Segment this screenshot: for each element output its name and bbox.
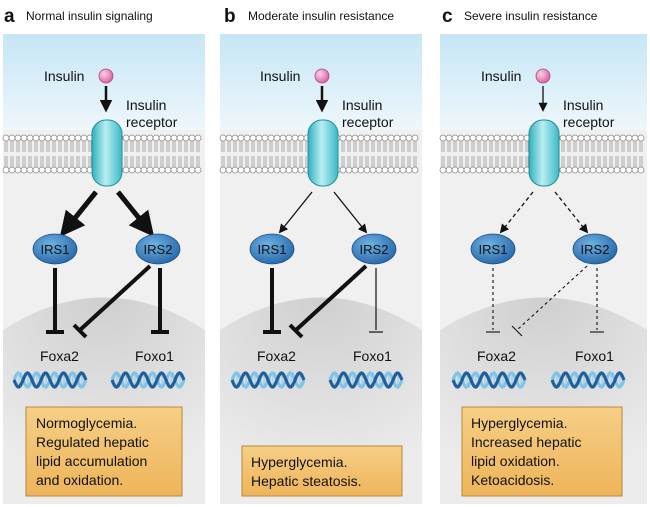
outcome-line: Hepatic steatosis. — [251, 473, 362, 489]
insulin-receptor — [528, 119, 560, 187]
irs2-node — [135, 233, 181, 265]
outcome-box — [25, 406, 183, 497]
irs1-label: IRS1 — [479, 242, 508, 257]
irs1-label: IRS1 — [41, 242, 70, 257]
receptor-label-line-1: Insulin — [342, 97, 382, 113]
receptor-label-line-1: Insulin — [563, 97, 603, 113]
arrow-receptor-to-irs2 — [116, 190, 155, 237]
inhibit-irs2-foxa2 — [288, 264, 368, 339]
foxa2-label: Foxa2 — [40, 348, 79, 364]
panel-title: Severe insulin resistance — [464, 9, 598, 23]
insulin-ball-icon — [314, 68, 330, 84]
irs2-label: IRS2 — [581, 242, 610, 257]
dna-helix-foxa2 — [451, 371, 527, 389]
irs1-label: IRS1 — [258, 242, 287, 257]
inhibit-irs1-foxa2 — [486, 268, 500, 333]
inhibit-irs2-foxo1 — [151, 268, 169, 334]
insulin-label: Insulin — [44, 68, 84, 84]
outcome-line: Hyperglycemia. — [251, 454, 347, 470]
receptor-label-line-2: receptor — [126, 114, 178, 130]
panel-letter: c — [442, 6, 453, 27]
inhibit-irs2-foxa2 — [72, 264, 152, 339]
foxa2-label: Foxa2 — [477, 348, 516, 364]
arrow-receptor-to-irs2 — [333, 191, 368, 234]
foxa2-label: Foxa2 — [257, 348, 296, 364]
insulin-receptor — [307, 119, 339, 187]
inhibit-irs1-foxa2 — [263, 268, 281, 334]
inhibit-irs2-foxo1 — [590, 268, 604, 333]
panel-c: c Severe insulin resistance Insulin Insu… — [439, 6, 647, 504]
outcome-line: Normoglycemia. — [36, 415, 137, 431]
panel-title: Moderate insulin resistance — [248, 9, 394, 23]
panel-title: Normal insulin signaling — [26, 9, 153, 23]
arrow-receptor-to-irs1 — [278, 191, 313, 234]
irs1-node — [249, 233, 295, 265]
outcome-line: Ketoacidosis. — [471, 472, 554, 488]
irs2-node — [351, 233, 397, 265]
irs2-label: IRS2 — [360, 242, 389, 257]
inhibit-irs1-foxa2 — [46, 268, 64, 334]
outcome-line: Hyperglycemia. — [471, 415, 567, 431]
panel-letter: a — [4, 6, 15, 27]
outcome-line: and oxidation. — [36, 472, 123, 488]
irs2-node — [572, 233, 618, 265]
irs1-node — [470, 233, 516, 265]
insulin-ball-icon — [98, 68, 114, 84]
insulin-ball-icon — [535, 68, 551, 84]
dna-helix-foxo1 — [110, 371, 186, 389]
arrow-receptor-to-irs2 — [554, 191, 589, 234]
inhibit-irs2-foxo1 — [369, 268, 383, 333]
dna-helix-foxa2 — [230, 371, 306, 389]
foxo1-label: Foxo1 — [353, 348, 392, 364]
dna-helix-foxo1 — [550, 371, 626, 389]
arrow-receptor-to-irs1 — [499, 191, 534, 234]
irs1-node — [32, 233, 78, 265]
outcome-line: Regulated hepatic — [36, 434, 149, 450]
receptor-label-line-2: receptor — [342, 114, 394, 130]
dna-helix-foxo1 — [328, 371, 404, 389]
receptor-label-line-2: receptor — [563, 114, 615, 130]
outcome-box — [241, 445, 403, 497]
outcome-line: lipid oxidation. — [471, 453, 560, 469]
outcome-box — [461, 406, 623, 497]
outcome-line: lipid accumulation — [36, 453, 147, 469]
foxo1-label: Foxo1 — [575, 348, 614, 364]
foxo1-label: Foxo1 — [135, 348, 174, 364]
receptor-label-line-1: Insulin — [126, 97, 166, 113]
irs2-label: IRS2 — [144, 242, 173, 257]
insulin-label: Insulin — [260, 68, 300, 84]
insulin-receptor — [91, 119, 123, 187]
dna-helix-foxa2 — [12, 371, 88, 389]
panel-a: a Normal insulin signaling Insulin Insul… — [2, 6, 205, 504]
arrow-receptor-to-irs1 — [59, 190, 98, 237]
insulin-label: Insulin — [481, 68, 521, 84]
panel-letter: b — [224, 6, 236, 27]
outcome-line: Increased hepatic — [471, 434, 582, 450]
panel-b: b Moderate insulin resistance Insulin In… — [219, 6, 422, 504]
inhibit-irs2-foxa2 — [511, 265, 588, 337]
cell-membrane — [439, 134, 645, 174]
